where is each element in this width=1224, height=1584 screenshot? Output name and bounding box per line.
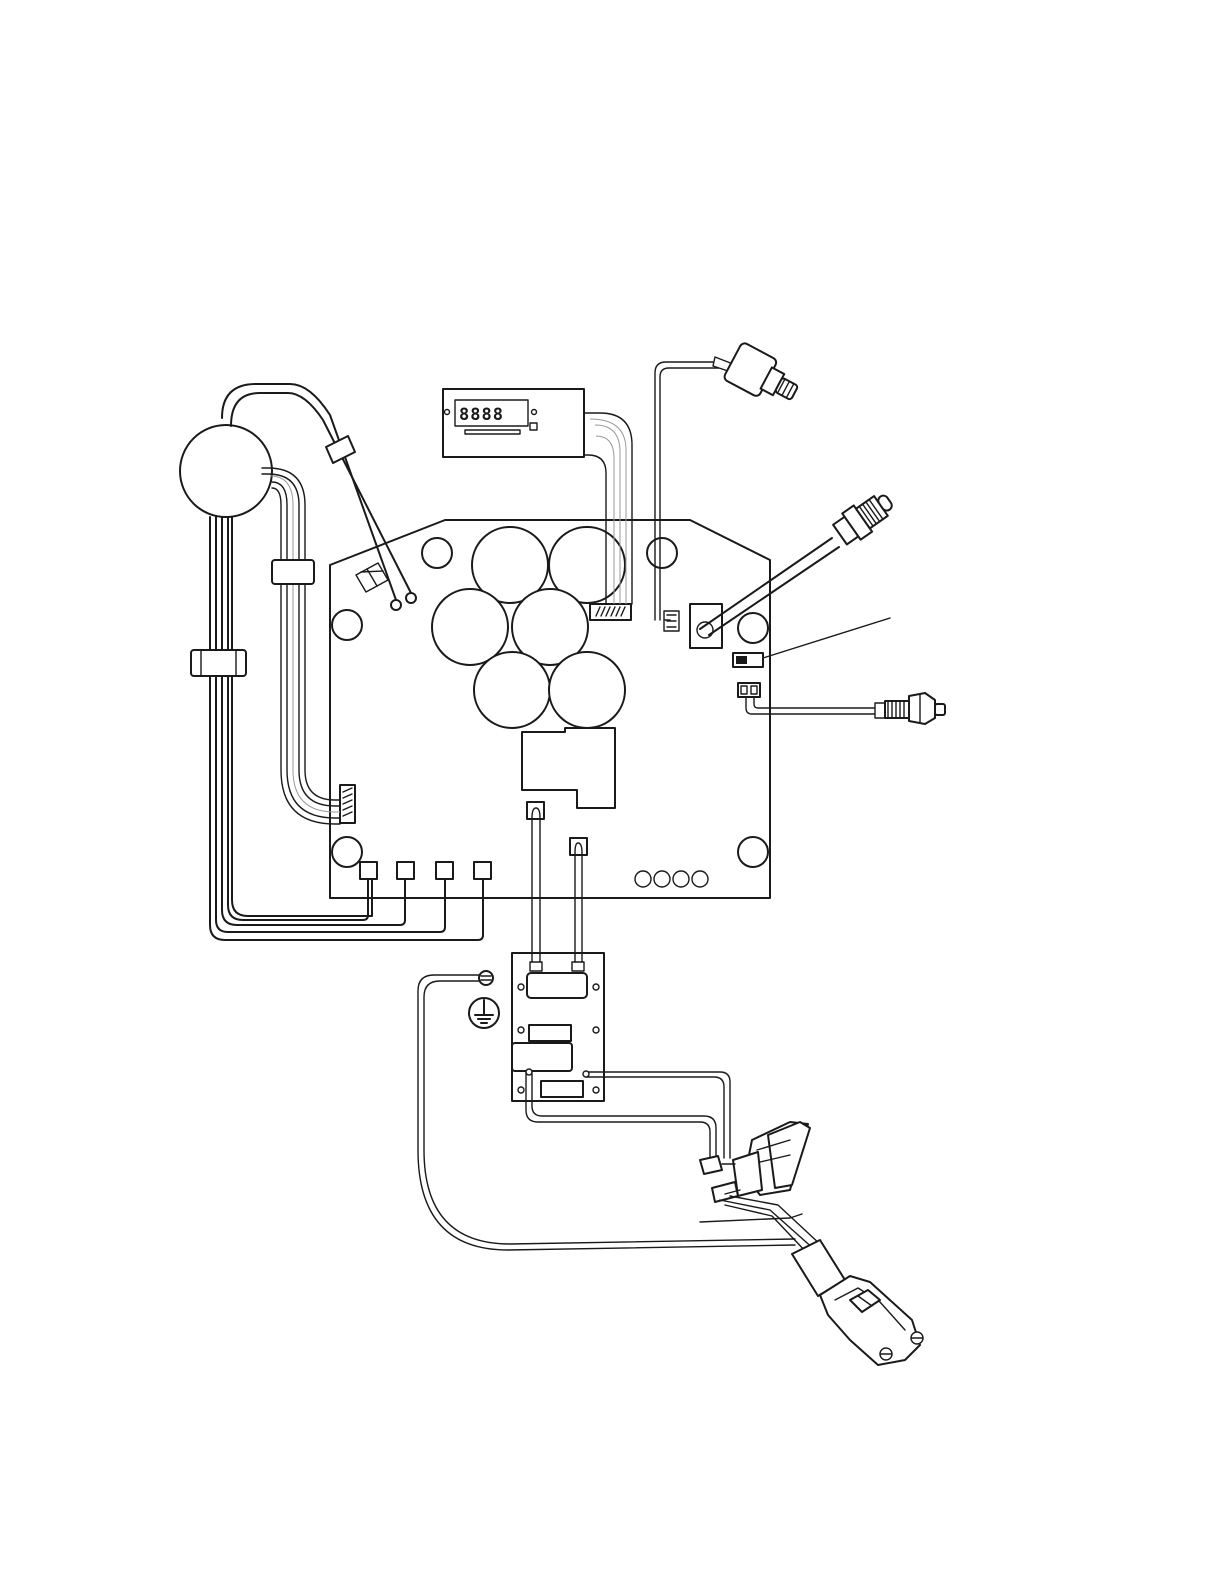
ribbon-connector <box>590 604 631 620</box>
leader-line <box>763 618 890 658</box>
terminal-point <box>406 593 416 603</box>
power-terminal <box>527 802 544 819</box>
seven-segment-display: 8888 <box>459 405 504 425</box>
mounting-hole <box>332 837 362 867</box>
mains-plug <box>820 1276 923 1365</box>
ferrite-bead <box>272 560 314 584</box>
earth-ground-symbol <box>469 998 499 1028</box>
mounting-hole <box>738 837 768 867</box>
round-component <box>180 425 272 517</box>
threaded-sensor <box>746 693 945 724</box>
dip-switch[interactable] <box>733 653 763 667</box>
mounting-hole <box>422 538 452 568</box>
left-ribbon-cable <box>262 468 340 824</box>
mounting-hole <box>332 610 362 640</box>
power-terminal <box>570 838 587 855</box>
left-ribbon-connector <box>340 785 355 823</box>
mounting-hole <box>738 613 768 643</box>
ground-terminal <box>479 971 493 985</box>
terminal-point <box>391 600 401 610</box>
display-module: 8888 <box>443 389 584 457</box>
mounting-hole <box>647 538 677 568</box>
ferrite-bead <box>191 650 246 676</box>
pot-connector <box>664 611 679 631</box>
main-circuit-board <box>330 520 770 898</box>
probe-connector <box>738 683 760 697</box>
